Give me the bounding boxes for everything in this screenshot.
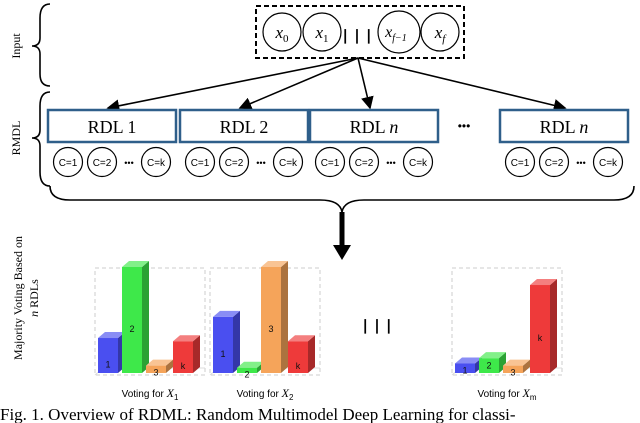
class-node-label: C=2 [355, 158, 374, 169]
svg-text:x1: x1 [314, 23, 328, 45]
class-node [52, 146, 84, 178]
merge-brace [49, 185, 635, 213]
voting-caption: Voting for X2 [237, 386, 294, 402]
input-node-xf: xf [420, 12, 460, 52]
class-ellipsis: ••• [576, 158, 585, 168]
class-nodes-3: C=1 C=2 C=k ••• [314, 146, 434, 178]
class-node-label: C=k [279, 158, 298, 169]
vote-bar-label: 3 [510, 368, 515, 378]
rdl-model-label: RDL n [540, 117, 589, 137]
class-nodes-2: C=1 C=2 C=k ••• [184, 146, 304, 178]
class-node [402, 146, 434, 178]
vote-bar-label: 1 [462, 365, 467, 375]
class-node [504, 146, 536, 178]
class-node [86, 146, 118, 178]
svg-text:xf: xf [434, 23, 448, 45]
voting-caption: Voting for X1 [122, 386, 179, 402]
vote-bar-label: 2 [129, 324, 134, 334]
input-node-x1: x1 [302, 12, 342, 52]
class-node-label: C=k [147, 158, 166, 169]
rdl-model-1: RDL 1 [46, 108, 178, 144]
rdl-model-label: RDL 2 [220, 117, 269, 137]
class-nodes-4: C=1 C=2 C=k ••• [504, 146, 624, 178]
svg-text:x0: x0 [274, 23, 289, 45]
voting-side-label-line2: n RDLs [27, 279, 41, 317]
vote-bar-label: 3 [268, 324, 273, 334]
vote-bar-3: 3 [146, 359, 173, 378]
arrow-to-rdl-n-last [357, 57, 567, 112]
input-node-xf-minus-1: xf−1 [377, 10, 421, 54]
class-node-label: C=2 [225, 158, 244, 169]
rmdl-side-label: RMDL [9, 121, 23, 156]
arrow-to-rdl-1 [106, 57, 359, 113]
class-node [218, 146, 250, 178]
vote-bar-label: 3 [153, 368, 158, 378]
rdl-model-2: RDL 2 [178, 108, 310, 144]
class-node-label: C=1 [191, 158, 210, 169]
vote-bar-3: 3 [261, 261, 288, 373]
arrow-to-rdl-n [357, 57, 374, 110]
voting-side-label-line1: Majority Voting Based on [11, 236, 25, 360]
class-node [272, 146, 304, 178]
vote-bar-1: 1 [98, 332, 125, 373]
class-node [184, 146, 216, 178]
class-node-label: C=2 [545, 158, 564, 169]
vote-bar-2: 2 [237, 361, 264, 380]
vote-bar-k: k [530, 279, 557, 373]
voting-ellipsis: ❘❘❘ [359, 317, 394, 334]
vote-bar-1: 1 [455, 357, 482, 375]
class-node-label: C=1 [511, 158, 530, 169]
input-side-label: Input [9, 33, 23, 59]
vote-bar-label: k [181, 361, 186, 371]
vote-bar-1: 1 [213, 310, 240, 373]
class-node [538, 146, 570, 178]
class-node [592, 146, 624, 178]
vote-bar-label: k [538, 333, 543, 343]
class-node [348, 146, 380, 178]
class-node-label: C=k [409, 158, 428, 169]
class-ellipsis: ••• [124, 158, 133, 168]
class-node-label: C=1 [321, 158, 340, 169]
vote-bar-label: 2 [486, 361, 491, 371]
class-nodes-1: C=1 C=2 C=k ••• [52, 146, 172, 178]
class-node-label: C=1 [59, 158, 78, 169]
voting-caption: Voting for Xm [477, 386, 536, 402]
arrow-to-voting-head [333, 245, 351, 260]
input-brace [31, 3, 51, 87]
class-ellipsis: ••• [256, 158, 265, 168]
class-node-label: C=k [599, 158, 618, 169]
rdl-model-label: RDL n [350, 117, 399, 137]
vote-bar-label: 1 [220, 349, 225, 359]
vote-bar-2: 2 [122, 261, 149, 373]
vote-bar-k: k [173, 335, 200, 373]
class-ellipsis: ••• [386, 158, 395, 168]
arrow-to-rdl-2 [238, 57, 359, 110]
rdl-model-label: RDL 1 [88, 117, 137, 137]
vote-bar-label: 2 [244, 370, 249, 380]
rdl-model-4: RDL n [498, 108, 630, 144]
svg-text:xf−1: xf−1 [384, 24, 407, 44]
class-node-label: C=2 [93, 158, 112, 169]
vote-bar-k: k [288, 335, 315, 373]
rdl-ellipsis: ••• [458, 119, 471, 133]
rmdl-brace [31, 91, 51, 187]
rdl-model-3: RDL n [308, 108, 440, 144]
input-ellipsis: ❘❘❘ [339, 27, 374, 44]
figure-caption: Fig. 1. Overview of RDML: Random Multimo… [0, 405, 516, 423]
vote-bar-2: 2 [479, 352, 506, 373]
vote-bar-label: k [296, 361, 301, 371]
input-node-x0: x0 [262, 12, 302, 52]
vote-bar-label: 1 [105, 360, 110, 370]
class-node [140, 146, 172, 178]
vote-bar-3: 3 [503, 359, 530, 378]
class-node [314, 146, 346, 178]
